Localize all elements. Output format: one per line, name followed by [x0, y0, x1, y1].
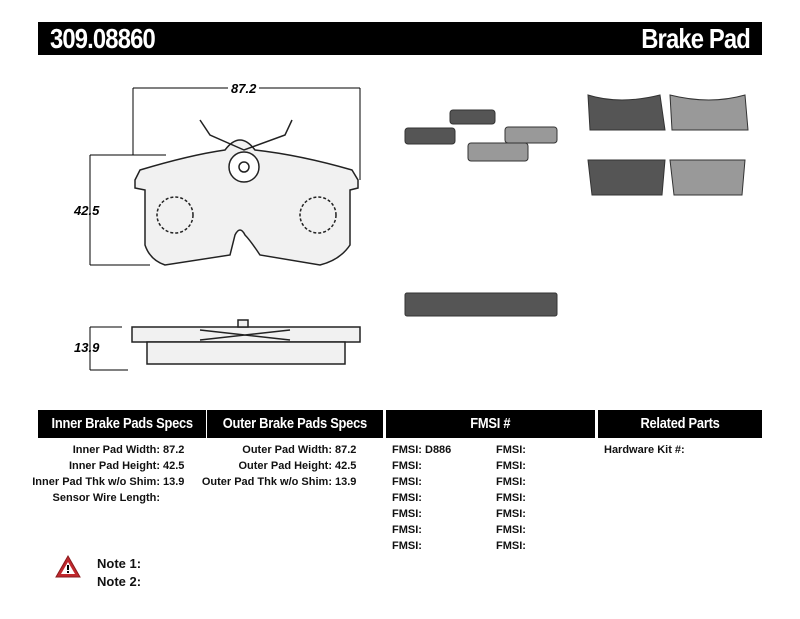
- fmsi-value: D886: [425, 444, 452, 456]
- fmsi-label: FMSI:: [496, 476, 526, 488]
- spec-label: Sensor Wire Length:: [52, 492, 160, 504]
- fmsi-label: FMSI:: [496, 508, 526, 520]
- warning-triangle-icon: [55, 554, 81, 578]
- fmsi-label: FMSI:: [496, 444, 526, 456]
- pad-side-view: [131, 319, 361, 365]
- spec-value: 87.2: [163, 444, 185, 456]
- note-2: Note 2:: [97, 574, 142, 589]
- fmsi-label: FMSI:: [496, 460, 526, 472]
- fmsi-label: FMSI:: [496, 492, 526, 504]
- spec-value: 87.2: [335, 444, 357, 456]
- width-dimension: 87.2: [228, 81, 260, 96]
- outer-specs-header: Outer Brake Pads Specs: [207, 410, 383, 438]
- fmsi-label: FMSI:: [392, 540, 422, 552]
- spec-label: Inner Pad Thk w/o Shim:: [32, 476, 160, 488]
- spec-value: 42.5: [163, 460, 185, 472]
- fmsi-label: FMSI:: [392, 476, 422, 488]
- technical-drawing: [89, 87, 749, 371]
- product-type: Brake Pad: [641, 23, 751, 54]
- pad-front-view: [134, 119, 359, 266]
- spec-value: 13.9: [335, 476, 357, 488]
- spec-label: Inner Pad Height:: [68, 460, 160, 472]
- related-parts-header: Related Parts: [598, 410, 762, 438]
- hardware-kit: Hardware Kit #:: [604, 444, 685, 456]
- spec-label: Inner Pad Width:: [72, 444, 160, 456]
- fmsi-header: FMSI #: [386, 410, 595, 438]
- spec-label: Outer Pad Width:: [242, 444, 332, 456]
- fmsi-label: FMSI:: [392, 492, 422, 504]
- height-dimension: 42.5: [74, 203, 100, 218]
- fmsi-label: FMSI:: [496, 540, 526, 552]
- note-1: Note 1:: [97, 556, 142, 571]
- fmsi-label: FMSI:: [392, 524, 422, 536]
- spec-label: Outer Pad Height:: [238, 460, 332, 472]
- product-photos: [404, 94, 749, 317]
- inner-specs-header: Inner Brake Pads Specs: [38, 410, 206, 438]
- fmsi-label: FMSI:: [392, 460, 422, 472]
- thickness-dimension: 13.9: [74, 340, 100, 355]
- part-number: 309.08860: [50, 23, 156, 54]
- spec-label: Outer Pad Thk w/o Shim:: [201, 476, 332, 488]
- fmsi-label: FMSI:: [392, 508, 422, 520]
- spec-value: 42.5: [335, 460, 357, 472]
- spec-value: 13.9: [163, 476, 185, 488]
- fmsi-label: FMSI:: [392, 444, 422, 456]
- fmsi-label: FMSI:: [496, 524, 526, 536]
- header-bar: 309.08860 Brake Pad: [38, 22, 762, 55]
